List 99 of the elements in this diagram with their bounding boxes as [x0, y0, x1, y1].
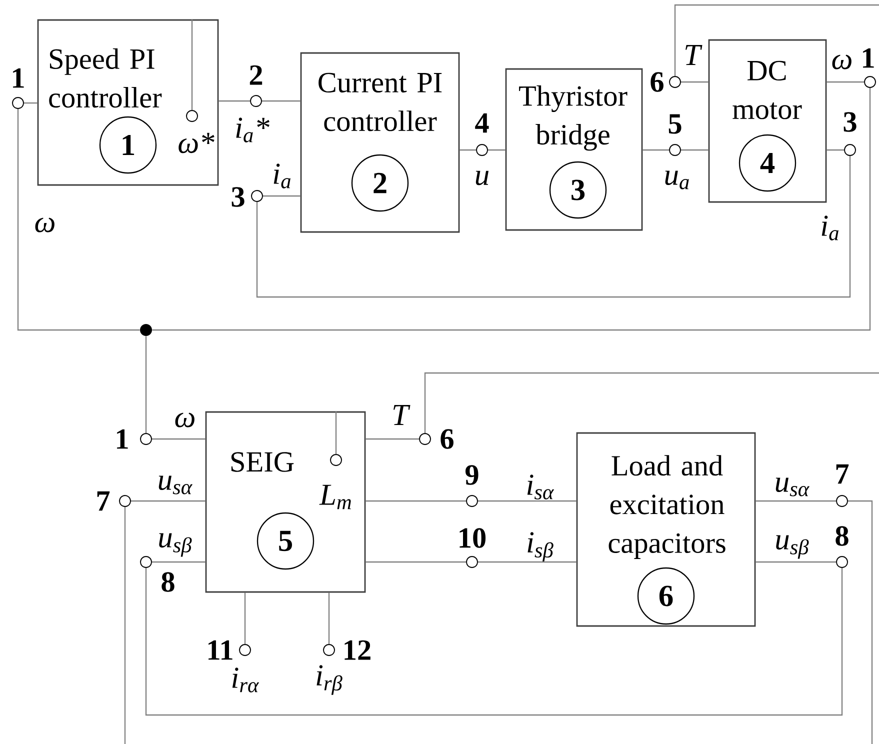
port-number: 8	[836, 526, 848, 546]
signal-label: i$_{a}$	[822, 216, 838, 240]
signal-label: u$_{sβ}$	[776, 535, 809, 559]
signal-label: T	[686, 45, 702, 65]
connector-line	[478, 500, 576, 502]
connector-line	[130, 500, 206, 502]
connector-line	[152, 88, 871, 331]
connector-line	[262, 195, 300, 197]
port-number: 11	[208, 640, 232, 660]
circled-number: 1	[99, 116, 157, 174]
connector-line	[488, 149, 506, 151]
signal-label: i$_{sβ}$	[528, 532, 554, 562]
junction-dot	[140, 324, 152, 336]
port-terminal	[864, 76, 876, 88]
port-number: 6	[650, 72, 664, 92]
port-terminal	[239, 644, 251, 656]
signal-label: u	[476, 170, 489, 186]
connector-line	[460, 149, 476, 151]
port-number: 5	[668, 114, 682, 134]
signal-label: ω*	[178, 132, 214, 154]
connector-line	[826, 149, 844, 151]
connector-line	[262, 100, 300, 102]
port-terminal	[323, 644, 335, 656]
port-terminal	[251, 190, 263, 202]
port-number: 1	[117, 429, 128, 449]
port-number: 10	[460, 528, 486, 548]
connector-line	[152, 438, 206, 440]
signal-label: ω	[175, 412, 194, 428]
port-terminal	[12, 97, 24, 109]
connector-line	[152, 561, 206, 563]
port-number: 3	[844, 112, 856, 132]
connector-line	[244, 592, 246, 644]
signal-label: u$_{a}$	[665, 170, 689, 190]
port-terminal	[466, 556, 478, 568]
signal-label: i$_{a}$	[274, 164, 290, 188]
signal-label: i$_{a}$*	[236, 118, 270, 142]
connector-line	[848, 500, 873, 744]
connector-line	[145, 336, 147, 434]
port-number: 8	[162, 572, 174, 592]
port-number: 12	[344, 640, 370, 660]
port-number: 4	[475, 113, 489, 133]
connector-line	[24, 102, 38, 104]
signal-label: i$_{rα}$	[232, 668, 260, 692]
connector-line	[191, 19, 193, 110]
connector-line	[335, 411, 337, 454]
circled-number: 6	[637, 567, 695, 625]
connector-line	[680, 149, 708, 151]
connector-line	[680, 81, 708, 83]
connector-line	[642, 149, 670, 151]
connector-line	[424, 372, 879, 434]
connector-line	[145, 568, 843, 716]
connector-line	[328, 592, 330, 644]
port-number: 2	[250, 65, 262, 85]
connector-line	[756, 500, 836, 502]
connector-line	[218, 100, 250, 102]
port-terminal	[836, 556, 848, 568]
signal-label: ω	[35, 218, 54, 232]
port-terminal	[476, 144, 488, 156]
port-terminal	[836, 495, 848, 507]
port-terminal	[330, 454, 342, 466]
port-terminal	[250, 95, 262, 107]
port-terminal	[844, 144, 856, 156]
circled-number: 5	[256, 512, 314, 570]
connector-line	[256, 156, 851, 298]
connector-line	[366, 438, 420, 440]
port-terminal	[669, 144, 681, 156]
connector-line	[366, 500, 466, 502]
signal-label: u$_{sα}$	[776, 478, 810, 496]
signal-label: L$_{m}$	[319, 484, 351, 510]
port-number: 9	[466, 465, 478, 485]
port-number: 7	[97, 491, 110, 511]
port-terminal	[119, 495, 131, 507]
connector-line	[478, 561, 576, 563]
port-number: 3	[232, 187, 244, 207]
port-number: 7	[836, 464, 849, 484]
circled-number: 3	[549, 161, 607, 219]
signal-label: ω	[832, 54, 852, 70]
port-number: 1	[863, 48, 874, 68]
signal-label: i$_{sα}$	[527, 474, 554, 500]
signal-label: u$_{sβ}$	[159, 533, 192, 557]
port-terminal	[186, 110, 198, 122]
circled-number: 4	[738, 134, 796, 192]
connector-line	[366, 561, 466, 563]
port-terminal	[140, 556, 152, 568]
connector-line	[756, 561, 836, 563]
signal-label: T	[394, 405, 410, 425]
port-number: 1	[13, 68, 24, 88]
port-terminal	[466, 495, 478, 507]
connector-line	[674, 4, 879, 76]
signal-label: u$_{sα}$	[158, 476, 192, 494]
port-terminal	[669, 76, 681, 88]
port-terminal	[140, 433, 152, 445]
port-number: 6	[440, 429, 454, 449]
port-terminal	[419, 433, 431, 445]
connector-line	[826, 81, 864, 83]
circled-number: 2	[351, 154, 409, 212]
signal-label: i$_{rβ}$	[316, 665, 342, 695]
connector-line	[17, 108, 140, 331]
connector-line	[124, 506, 126, 744]
